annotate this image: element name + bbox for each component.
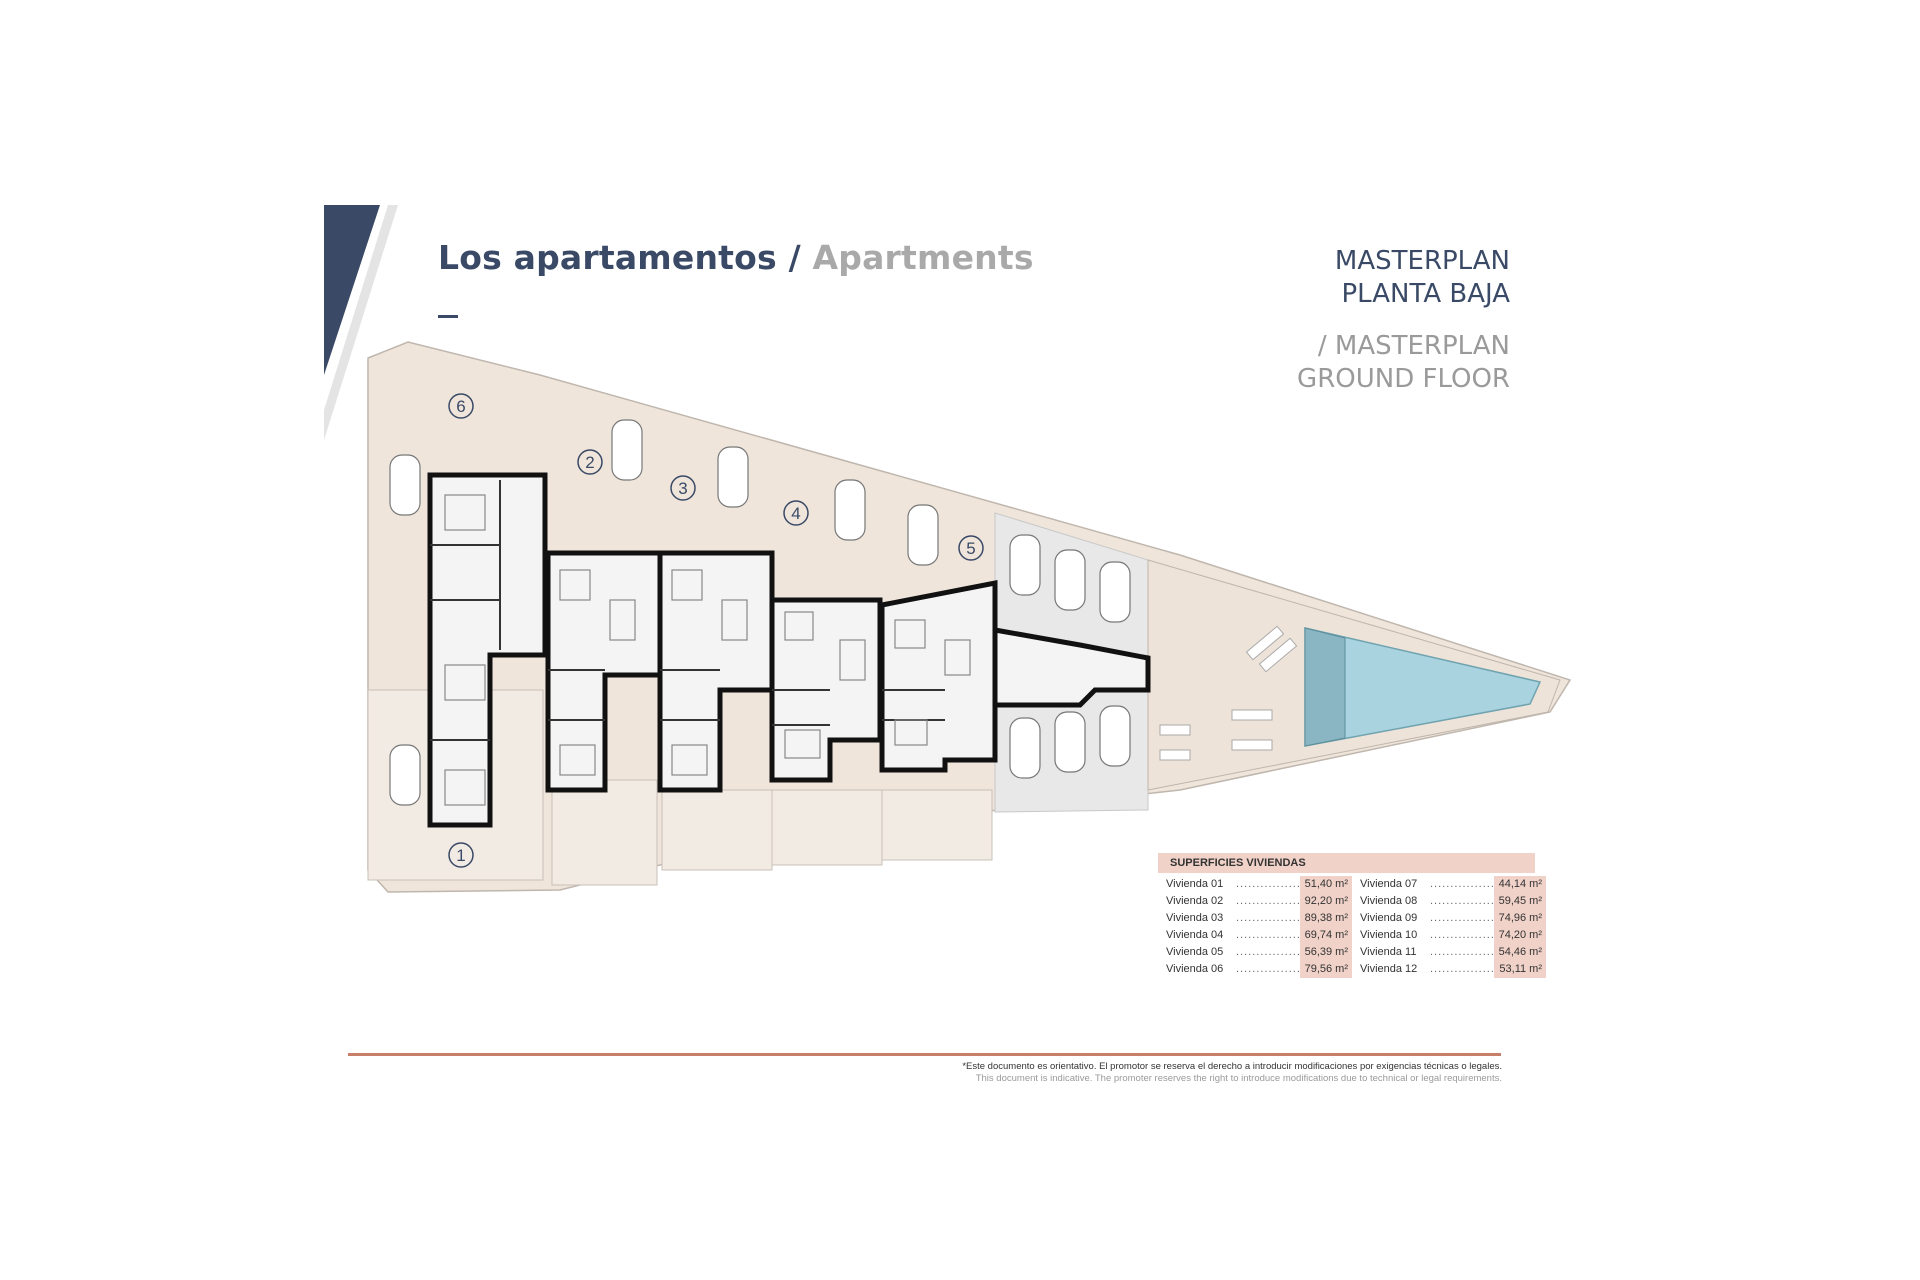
unit-markers	[448, 393, 984, 868]
surface-dots: ......................	[1430, 946, 1494, 958]
surface-value: 89,38 m²	[1300, 910, 1352, 927]
surface-row: Vivienda 01......................51,40 m…	[1158, 876, 1352, 893]
surface-name: Vivienda 11	[1360, 946, 1417, 958]
unit-label-5: 5	[966, 539, 975, 558]
surface-dots: ......................	[1236, 929, 1300, 941]
surface-value: 79,56 m²	[1300, 961, 1352, 978]
surface-dots: ......................	[1236, 878, 1300, 890]
masterplan-es-line-1: MASTERPLAN	[1334, 246, 1510, 276]
surface-value: 92,20 m²	[1300, 893, 1352, 910]
masterplan-es-line-2: PLANTA BAJA	[1341, 279, 1510, 309]
unit-label-4: 4	[791, 504, 800, 523]
surface-name: Vivienda 02	[1166, 895, 1224, 907]
unit-label-2: 2	[585, 453, 594, 472]
surface-row: Vivienda 07......................44,14 m…	[1352, 876, 1546, 893]
surface-value: 74,20 m²	[1494, 927, 1546, 944]
surface-row: Vivienda 03......................89,38 m…	[1158, 910, 1352, 927]
unit-label-1: 1	[456, 846, 465, 865]
surface-dots: ......................	[1430, 929, 1494, 941]
surface-dots: ......................	[1236, 963, 1300, 975]
surface-name: Vivienda 03	[1166, 912, 1224, 924]
surface-row: Vivienda 12......................53,11 m…	[1352, 961, 1546, 978]
title-separator: /	[788, 238, 801, 277]
surface-value: 69,74 m²	[1300, 927, 1352, 944]
masterplan-en-line-1: / MASTERPLAN	[1317, 331, 1510, 361]
surface-name: Vivienda 10	[1360, 929, 1418, 941]
surface-name: Vivienda 04	[1166, 929, 1224, 941]
surface-row: Vivienda 02......................92,20 m…	[1158, 893, 1352, 910]
title-en: Apartments	[812, 238, 1034, 277]
masterplan-en-line-2: GROUND FLOOR	[1297, 364, 1510, 394]
surface-name: Vivienda 01	[1166, 878, 1224, 890]
surface-dots: ......................	[1236, 912, 1300, 924]
surface-name: Vivienda 07	[1360, 878, 1418, 890]
footer-rule	[348, 1053, 1501, 1056]
surface-value: 74,96 m²	[1494, 910, 1546, 927]
surface-row: Vivienda 11......................54,46 m…	[1352, 944, 1546, 961]
surface-value: 59,45 m²	[1494, 893, 1546, 910]
surfaces-column-left: Vivienda 01......................51,40 m…	[1158, 876, 1352, 978]
surface-value: 51,40 m²	[1300, 876, 1352, 893]
surface-row: Vivienda 06......................79,56 m…	[1158, 961, 1352, 978]
surface-name: Vivienda 12	[1360, 963, 1418, 975]
surface-name: Vivienda 08	[1360, 895, 1418, 907]
surface-row: Vivienda 09......................74,96 m…	[1352, 910, 1546, 927]
surface-dots: ......................	[1430, 895, 1494, 907]
surface-dots: ......................	[1430, 878, 1494, 890]
surface-row: Vivienda 04......................69,74 m…	[1158, 927, 1352, 944]
furniture	[444, 494, 971, 806]
title-dash	[438, 315, 458, 318]
surface-row: Vivienda 10......................74,20 m…	[1352, 927, 1546, 944]
surface-dots: ......................	[1236, 895, 1300, 907]
unit-label-3: 3	[678, 479, 687, 498]
disclaimer-en: This document is indicative. The promote…	[975, 1073, 1502, 1084]
pool-stair	[1304, 627, 1346, 747]
surface-value: 53,11 m²	[1494, 961, 1546, 978]
surface-name: Vivienda 06	[1166, 963, 1224, 975]
surface-name: Vivienda 09	[1360, 912, 1418, 924]
surfaces-title: SUPERFICIES VIVIENDAS	[1158, 853, 1535, 873]
surface-value: 44,14 m²	[1494, 876, 1546, 893]
surfaces-table: SUPERFICIES VIVIENDAS Vivienda 01.......…	[1158, 853, 1546, 978]
surface-value: 54,46 m²	[1494, 944, 1546, 961]
unit-label-6: 6	[456, 397, 465, 416]
surface-value: 56,39 m²	[1300, 944, 1352, 961]
surface-dots: ......................	[1430, 912, 1494, 924]
sun-loungers	[1159, 625, 1298, 761]
masterplan-heading-en: / MASTERPLAN GROUND FLOOR	[1297, 330, 1510, 396]
surfaces-column-right: Vivienda 07......................44,14 m…	[1352, 876, 1546, 978]
masterplan-heading-es: MASTERPLAN PLANTA BAJA	[1335, 245, 1510, 311]
disclaimer-es: *Este documento es orientativo. El promo…	[962, 1061, 1502, 1072]
page-title: Los apartamentos / Apartments	[438, 238, 1034, 277]
surface-row: Vivienda 05......................56,39 m…	[1158, 944, 1352, 961]
surface-dots: ......................	[1430, 963, 1494, 975]
surface-dots: ......................	[1236, 946, 1300, 958]
parking-cars	[389, 419, 1131, 806]
surface-name: Vivienda 05	[1166, 946, 1224, 958]
corner-ribbon	[324, 205, 398, 440]
surface-row: Vivienda 08......................59,45 m…	[1352, 893, 1546, 910]
title-es: Los apartamentos	[438, 238, 777, 277]
